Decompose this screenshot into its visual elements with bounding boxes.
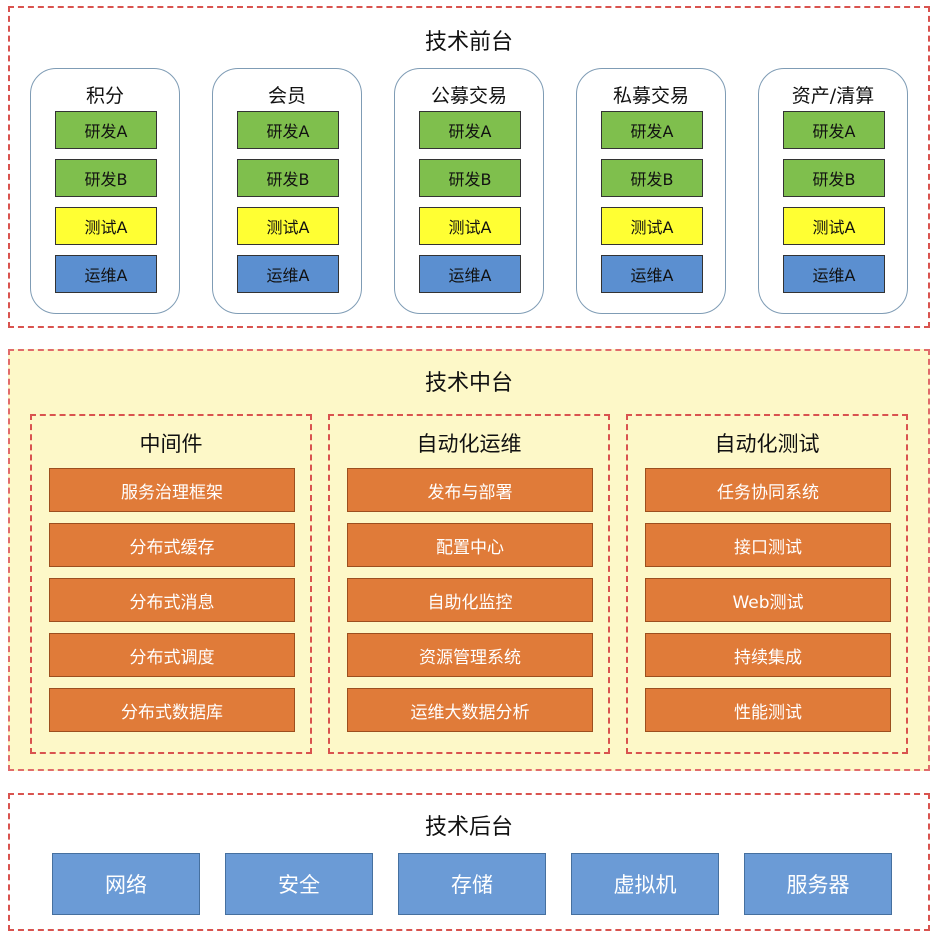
dev-a-chip: 研发A (601, 111, 703, 149)
middle-item: 任务协同系统 (645, 468, 891, 512)
front-column-points: 积分 研发A 研发B 测试A 运维A (30, 68, 180, 314)
middle-item: 运维大数据分析 (347, 688, 593, 732)
ops-a-chip: 运维A (783, 255, 885, 293)
front-layer: 技术前台 积分 研发A 研发B 测试A 运维A 会员 研发A 研发B 测试A 运… (8, 6, 930, 328)
auto-ops-group: 自动化运维 发布与部署 配置中心 自助化监控 资源管理系统 运维大数据分析 (328, 414, 610, 754)
ops-a-chip: 运维A (55, 255, 157, 293)
auto-test-group: 自动化测试 任务协同系统 接口测试 Web测试 持续集成 性能测试 (626, 414, 908, 754)
middle-item: 资源管理系统 (347, 633, 593, 677)
front-columns: 积分 研发A 研发B 测试A 运维A 会员 研发A 研发B 测试A 运维A 公募… (30, 68, 912, 314)
back-item-security: 安全 (225, 853, 373, 915)
dev-b-chip: 研发B (601, 159, 703, 197)
ops-a-chip: 运维A (237, 255, 339, 293)
front-column-public-fund: 公募交易 研发A 研发B 测试A 运维A (394, 68, 544, 314)
dev-b-chip: 研发B (783, 159, 885, 197)
front-column-title: 私募交易 (612, 85, 689, 107)
back-layer: 技术后台 网络 安全 存储 虚拟机 服务器 (8, 793, 930, 931)
dev-b-chip: 研发B (419, 159, 521, 197)
back-item-storage: 存储 (398, 853, 546, 915)
front-column-title: 积分 (85, 85, 124, 107)
test-a-chip: 测试A (237, 207, 339, 245)
ops-a-chip: 运维A (419, 255, 521, 293)
middle-item: 分布式消息 (49, 578, 295, 622)
back-item-server: 服务器 (744, 853, 892, 915)
front-column-private-fund: 私募交易 研发A 研发B 测试A 运维A (576, 68, 726, 314)
middle-item: 性能测试 (645, 688, 891, 732)
dev-b-chip: 研发B (55, 159, 157, 197)
group-title: 中间件 (139, 432, 203, 456)
middle-item: 分布式数据库 (49, 688, 295, 732)
front-column-title: 资产/清算 (791, 85, 875, 107)
dev-a-chip: 研发A (237, 111, 339, 149)
middle-layer-title: 技术中台 (424, 371, 513, 396)
middle-item: 发布与部署 (347, 468, 593, 512)
middle-item: 服务治理框架 (49, 468, 295, 512)
middle-item: 持续集成 (645, 633, 891, 677)
front-column-members: 会员 研发A 研发B 测试A 运维A (212, 68, 362, 314)
back-item-vm: 虚拟机 (571, 853, 719, 915)
middle-item: 分布式缓存 (49, 523, 295, 567)
middleware-group: 中间件 服务治理框架 分布式缓存 分布式消息 分布式调度 分布式数据库 (30, 414, 312, 754)
dev-a-chip: 研发A (55, 111, 157, 149)
front-column-asset-clearing: 资产/清算 研发A 研发B 测试A 运维A (758, 68, 908, 314)
dev-b-chip: 研发B (237, 159, 339, 197)
dev-a-chip: 研发A (783, 111, 885, 149)
middle-item: 配置中心 (347, 523, 593, 567)
test-a-chip: 测试A (55, 207, 157, 245)
front-column-title: 会员 (267, 85, 306, 107)
ops-a-chip: 运维A (601, 255, 703, 293)
test-a-chip: 测试A (783, 207, 885, 245)
middle-item: 自助化监控 (347, 578, 593, 622)
dev-a-chip: 研发A (419, 111, 521, 149)
group-title: 自动化运维 (416, 432, 522, 456)
front-column-title: 公募交易 (430, 85, 507, 107)
back-item-network: 网络 (52, 853, 200, 915)
test-a-chip: 测试A (419, 207, 521, 245)
middle-item: 分布式调度 (49, 633, 295, 677)
middle-item: 接口测试 (645, 523, 891, 567)
middle-item: Web测试 (645, 578, 891, 622)
test-a-chip: 测试A (601, 207, 703, 245)
middle-layer: 技术中台 中间件 服务治理框架 分布式缓存 分布式消息 分布式调度 分布式数据库… (8, 349, 930, 771)
back-layer-title: 技术后台 (424, 815, 513, 840)
front-layer-title: 技术前台 (424, 30, 513, 55)
group-title: 自动化测试 (714, 432, 820, 456)
